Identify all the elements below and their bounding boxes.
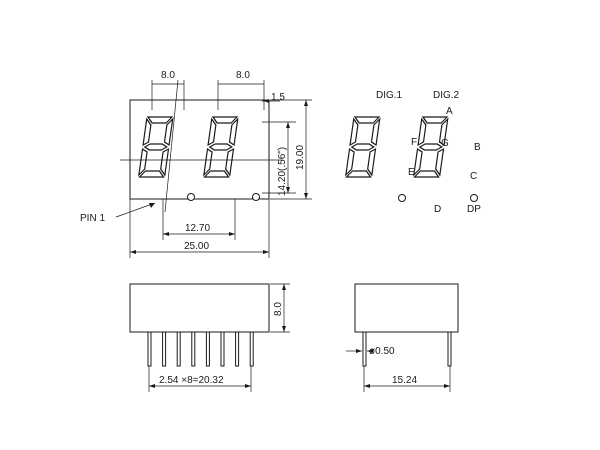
offset-label: 1.5 — [271, 92, 285, 103]
side-pin — [147, 331, 152, 367]
row-spacing-label: 15.24 — [392, 375, 417, 386]
side-pin — [205, 331, 210, 367]
end-pin-left — [362, 331, 367, 367]
segment-g-label: G — [441, 138, 449, 149]
side-pin — [176, 331, 181, 367]
segment-e-label: E — [408, 167, 415, 178]
digit-height-label: 14.20(.56") — [277, 147, 288, 196]
digit-1-dp — [187, 193, 195, 201]
digit-2-dp — [252, 193, 260, 201]
digit-spacing-label: 12.70 — [185, 223, 210, 234]
side-pin — [249, 331, 254, 367]
segment-f-label: F — [411, 137, 417, 148]
decimal-point-label: DP — [467, 204, 481, 215]
digit1-label: DIG.1 — [376, 90, 403, 101]
segment-map-digit-1 — [344, 116, 381, 178]
pin1-leader — [115, 202, 156, 218]
segment-map: DIG.1 DIG.2 A B C D E F G DP — [344, 90, 481, 215]
side-pin — [220, 331, 225, 367]
digit-pitch-label: 8.0 — [161, 70, 175, 81]
side-pin — [235, 331, 240, 367]
pin-pitch-label: 2.54 ×8=20.32 — [159, 375, 224, 386]
end-body — [354, 283, 459, 333]
end-view: ø0.50 15.24 — [346, 283, 459, 392]
segment-c-label: C — [470, 171, 477, 182]
segment-d-label: D — [434, 204, 441, 215]
side-pin — [162, 331, 167, 367]
side-pins — [147, 331, 254, 367]
display-body — [129, 99, 270, 200]
digit-1-centerline — [164, 79, 179, 213]
segment-map-digit-1-dp — [398, 194, 406, 202]
side-pin — [191, 331, 196, 367]
side-view: 8.0 2.54 ×8=20.32 — [129, 283, 290, 392]
front-view: 8.0 8.0 1.5 14.20(.56") 19.00 12.70 — [80, 70, 312, 258]
side-body — [129, 283, 270, 333]
body-width-label: 25.00 — [184, 241, 209, 252]
end-pin-right — [447, 331, 452, 367]
side-height-label: 8.0 — [273, 302, 284, 316]
segment-b-label: B — [474, 142, 481, 153]
segment-a-label: A — [446, 106, 453, 117]
pin1-label: PIN 1 — [80, 213, 105, 224]
digit2-label: DIG.2 — [433, 90, 460, 101]
digit-1 — [137, 116, 174, 178]
body-height-label: 19.00 — [295, 145, 306, 170]
segment-width-label: 8.0 — [236, 70, 250, 81]
pin-diameter-label: ø0.50 — [369, 346, 395, 357]
segment-map-digit-2-dp — [470, 194, 478, 202]
digit-2 — [202, 116, 239, 178]
